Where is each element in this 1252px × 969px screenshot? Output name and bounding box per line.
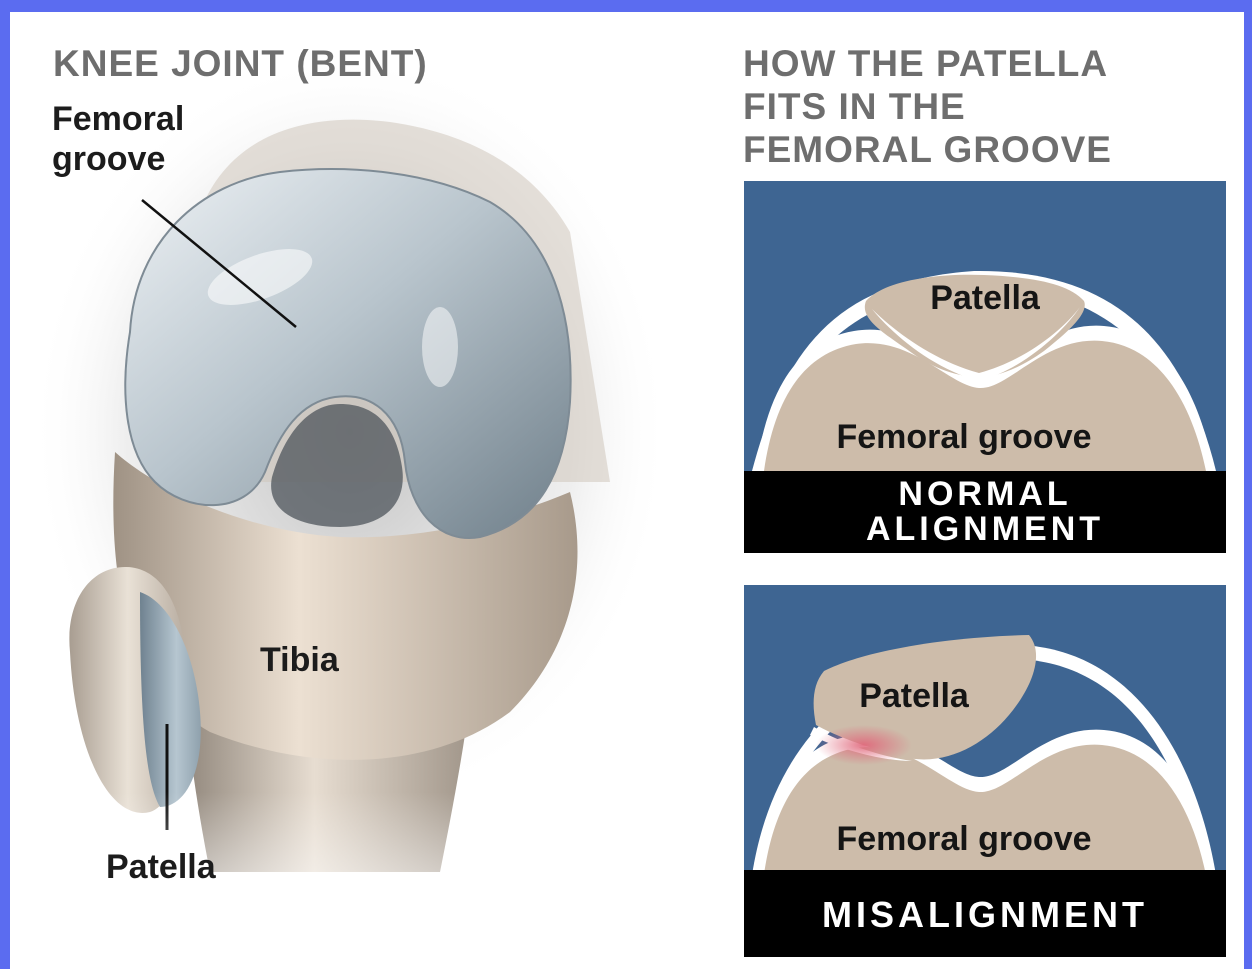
irritation-spot [816,725,912,765]
femoral-groove-label: Femoral groove [52,99,184,179]
femoral-groove-label-line2: groove [52,139,184,179]
infographic-frame: KNEE JOINT (BENT) Femoral groove Tibia P… [10,12,1244,969]
normal-alignment-caption: NORMAL ALIGNMENT [744,474,1226,553]
condyle-highlight [422,307,458,387]
patella-fit-title-line1: HOW THE PATELLA [743,42,1112,85]
normal-caption-line1: NORMAL [744,477,1226,512]
misaligned-patella-label: Patella [744,677,1084,716]
normal-groove-label: Femoral groove [744,418,1184,457]
patella-fit-title-line2: FITS IN THE [743,85,1112,128]
normal-patella-label: Patella [744,279,1226,318]
normal-alignment-panel: Patella Femoral groove NORMAL ALIGNMENT [744,181,1226,553]
patella-fit-title-line3: FEMORAL GROOVE [743,128,1112,171]
misaligned-groove-label: Femoral groove [744,820,1184,859]
normal-caption-line2: ALIGNMENT [744,512,1226,547]
knee-joint-title: KNEE JOINT (BENT) [53,42,428,85]
misalignment-caption-line1: MISALIGNMENT [744,873,1226,957]
misalignment-caption: MISALIGNMENT [744,873,1226,957]
patella-fit-title: HOW THE PATELLA FITS IN THE FEMORAL GROO… [743,42,1112,171]
tibia-label: Tibia [260,640,339,680]
femoral-groove-label-line1: Femoral [52,99,184,139]
misalignment-panel: Patella Femoral groove MISALIGNMENT [744,585,1226,957]
patella-label: Patella [106,847,216,887]
